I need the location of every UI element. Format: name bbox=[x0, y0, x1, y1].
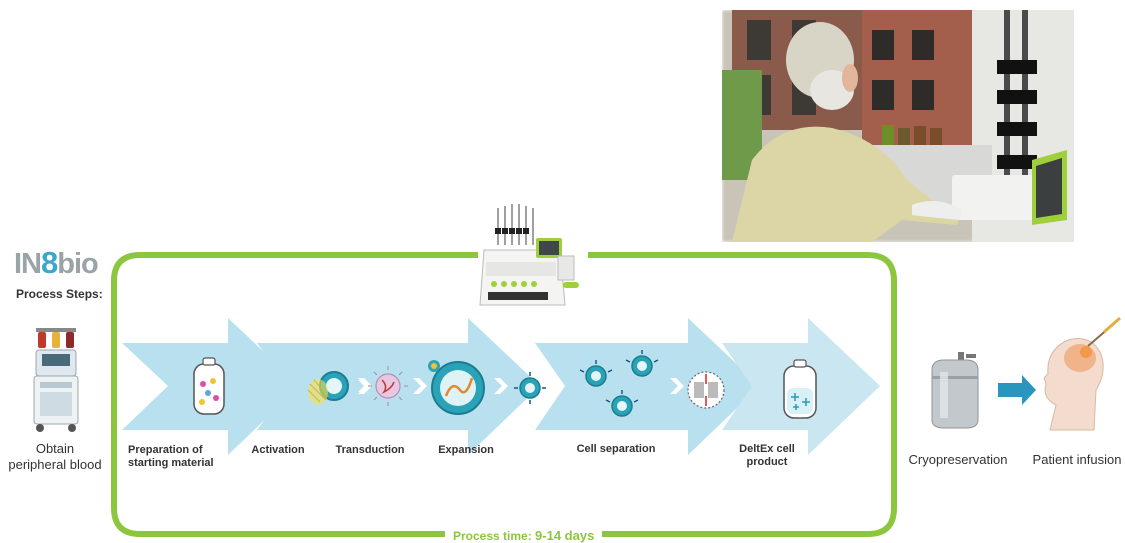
logo-digit: 8 bbox=[41, 245, 58, 280]
expansion-cell-icon bbox=[428, 360, 485, 415]
obtain-label-line2: peripheral blood bbox=[8, 457, 102, 473]
logo-prefix: IN bbox=[14, 248, 42, 280]
process-time-prefix: Process time: bbox=[453, 529, 532, 543]
patient-infusion-label: Patient infusion bbox=[1032, 452, 1122, 467]
step-transduction-label: Transduction bbox=[335, 444, 405, 456]
step-activation-label: Activation bbox=[251, 444, 305, 456]
step-product-line1: DeltEx cell bbox=[739, 443, 795, 455]
infusion-arrow bbox=[998, 375, 1036, 405]
chevron-4 bbox=[670, 378, 684, 394]
process-time-label: Process time: 9-14 days bbox=[445, 528, 603, 543]
transduction-virus-icon bbox=[368, 366, 408, 406]
cell-bag-icon bbox=[193, 357, 225, 415]
step-product-label: DeltEx cell product bbox=[722, 443, 812, 469]
logo-suffix: bio bbox=[57, 248, 98, 280]
cell-separation-icon bbox=[579, 350, 659, 417]
separation-column-icon bbox=[687, 371, 725, 409]
step-expansion-label: Expansion bbox=[438, 444, 494, 456]
step-cell-separation-label: Cell separation bbox=[576, 443, 656, 455]
obtain-label-line1: Obtain bbox=[35, 441, 75, 456]
step-preparation-label: Preparation of starting material bbox=[128, 444, 222, 470]
in8bio-logo: IN8bio bbox=[14, 245, 99, 280]
step-prep-line1: Preparation of bbox=[128, 444, 203, 456]
cryo-tank-icon bbox=[931, 352, 979, 429]
step-product-line2: product bbox=[746, 456, 788, 469]
process-steps-heading: Process Steps: bbox=[16, 287, 103, 301]
process-time-value: 9-14 days bbox=[535, 528, 595, 543]
chevron-3 bbox=[494, 378, 508, 394]
chevron-2 bbox=[413, 378, 427, 394]
product-bag-icon bbox=[783, 359, 817, 419]
expanded-t-cell-icon bbox=[514, 372, 546, 404]
activation-cell-icon bbox=[307, 371, 349, 405]
bioreactor-device-icon bbox=[478, 204, 588, 316]
blood-collection-machine-icon bbox=[33, 328, 79, 432]
obtain-blood-label: Obtain peripheral blood bbox=[0, 441, 110, 474]
patient-head-icon bbox=[1043, 316, 1121, 431]
cryopreservation-label: Cryopreservation bbox=[908, 452, 1008, 467]
arrow-cell-separation bbox=[535, 318, 760, 455]
step-prep-line2: starting material bbox=[128, 457, 214, 470]
lab-photo bbox=[722, 10, 1074, 242]
